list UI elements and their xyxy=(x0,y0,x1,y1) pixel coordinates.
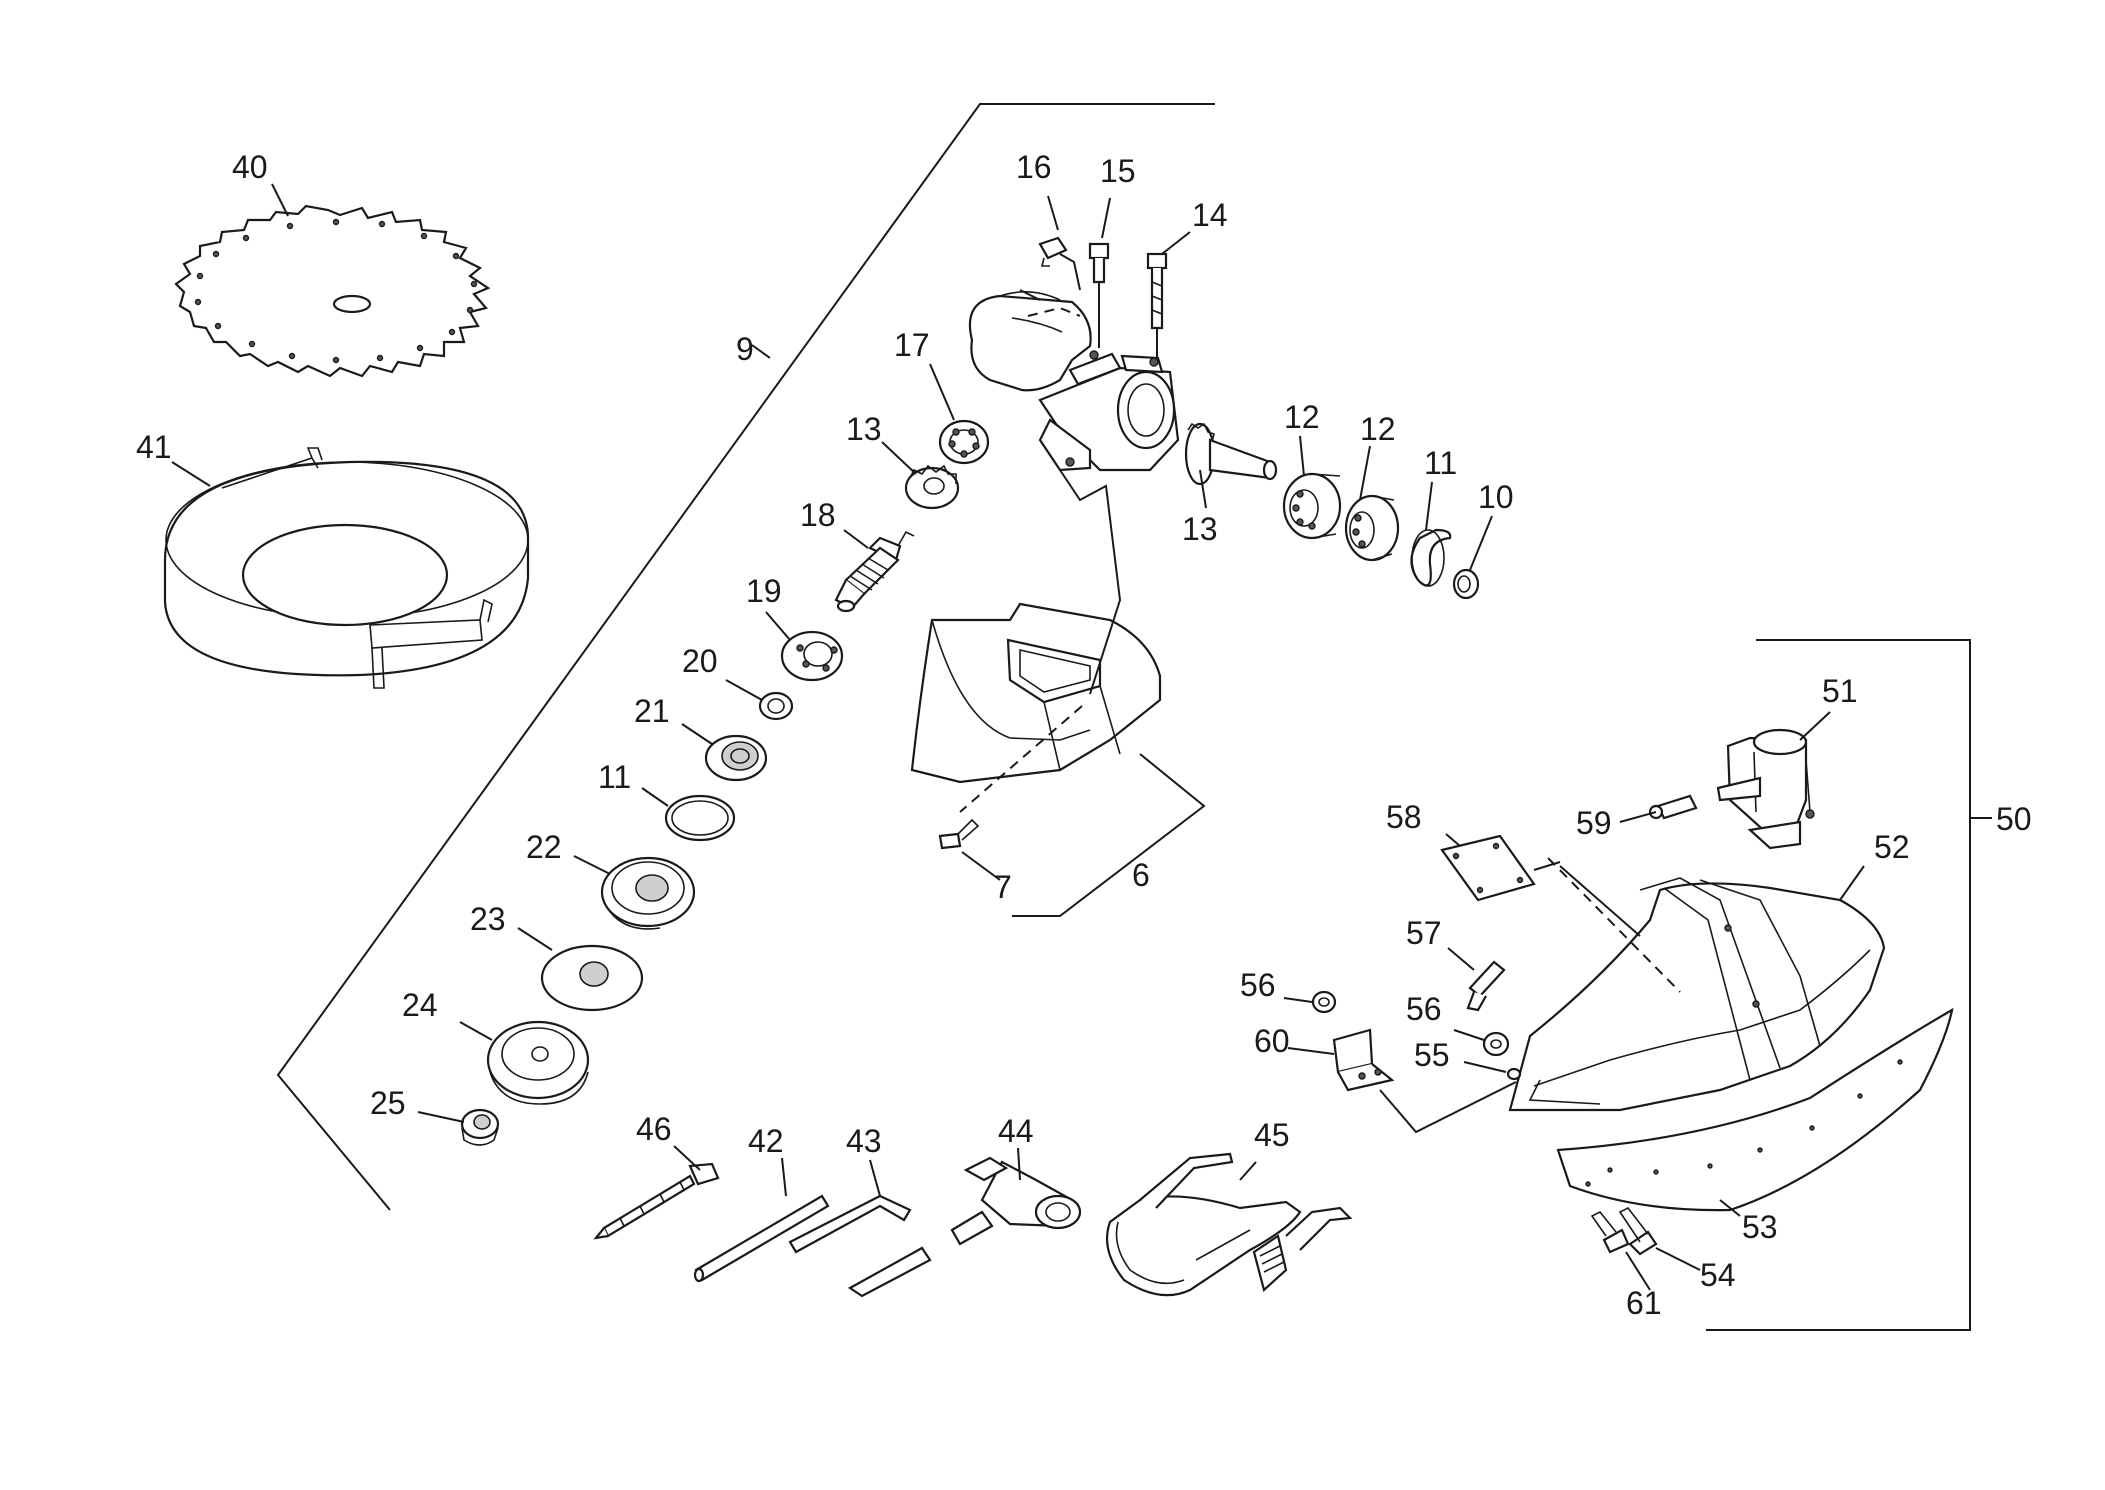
cable-tie-46-part xyxy=(593,1162,720,1240)
nut-56b-part xyxy=(1482,1031,1510,1057)
label-23: 23 xyxy=(470,901,506,937)
plate-58-part xyxy=(1440,834,1561,902)
label-6: 6 xyxy=(1132,857,1150,893)
holder-24-part xyxy=(486,1020,590,1105)
guard-52-part xyxy=(1508,857,1886,1112)
label-52: 52 xyxy=(1874,829,1910,865)
bolt-14-part xyxy=(1146,252,1168,360)
assembly-bracket-9 xyxy=(276,103,1215,1211)
label-24: 24 xyxy=(402,987,438,1023)
bolt-59-part xyxy=(1648,794,1698,820)
bracket-6-7 xyxy=(961,753,1206,917)
label-18: 18 xyxy=(800,497,836,533)
screw-54-part xyxy=(1618,1206,1658,1256)
label-51: 51 xyxy=(1822,673,1858,709)
label-11b: 11 xyxy=(598,759,631,795)
label-11a: 11 xyxy=(1424,445,1457,481)
label-43: 43 xyxy=(846,1123,882,1159)
circlip-11a-part xyxy=(1410,528,1452,587)
assembly-bracket-50 xyxy=(1706,639,1992,1331)
saw-blade-part xyxy=(174,204,491,378)
label-13a: 13 xyxy=(846,411,882,447)
label-55: 55 xyxy=(1414,1037,1450,1073)
label-40: 40 xyxy=(232,149,268,185)
label-50: 50 xyxy=(1996,801,2032,837)
label-44: 44 xyxy=(998,1113,1034,1149)
nut-10-part xyxy=(1452,568,1480,600)
label-10: 10 xyxy=(1478,479,1514,515)
collar-20-part xyxy=(758,691,794,721)
goggles-45-part xyxy=(1106,1152,1353,1297)
bearing-12a-part xyxy=(1282,472,1342,540)
label-7: 7 xyxy=(994,869,1012,905)
callout-labels: 40 41 9 16 15 14 17 13 13 12 12 11 10 18… xyxy=(136,149,2032,1321)
label-19: 19 xyxy=(746,573,782,609)
label-56a: 56 xyxy=(1240,967,1276,1003)
guard-extension-53-part xyxy=(1556,1007,1954,1212)
label-56b: 56 xyxy=(1406,991,1442,1027)
label-41: 41 xyxy=(136,429,172,465)
holder-51-part xyxy=(1716,728,1815,850)
bearing-19-part xyxy=(780,630,844,682)
bevel-gear-shaft-13-part xyxy=(1184,422,1278,486)
bracket-60-part xyxy=(1332,1028,1517,1134)
label-20: 20 xyxy=(682,643,718,679)
label-15: 15 xyxy=(1100,153,1136,189)
rod-42-part xyxy=(693,1194,830,1283)
bevel-gear-13-part xyxy=(904,464,960,510)
receiver-plate-22-part xyxy=(600,856,696,930)
shaft-18-part xyxy=(834,530,915,613)
label-14: 14 xyxy=(1192,197,1228,233)
guard-6-part xyxy=(910,469,1162,813)
leader-lines xyxy=(171,183,1865,1291)
label-17: 17 xyxy=(894,327,930,363)
oil-seal-21-part xyxy=(704,734,768,782)
bearing-12b-part xyxy=(1344,494,1400,562)
circlip-11b-part xyxy=(664,794,736,842)
gear-case-part xyxy=(968,289,1180,472)
nut-25-part xyxy=(460,1108,500,1146)
label-57: 57 xyxy=(1406,915,1442,951)
label-13b: 13 xyxy=(1182,511,1218,547)
label-9: 9 xyxy=(736,331,754,367)
label-58: 58 xyxy=(1386,799,1422,835)
label-22: 22 xyxy=(526,829,562,865)
label-21: 21 xyxy=(634,693,670,729)
label-54: 54 xyxy=(1700,1257,1736,1293)
screw-61-part xyxy=(1590,1210,1630,1254)
label-16: 16 xyxy=(1016,149,1052,185)
label-61: 61 xyxy=(1626,1285,1662,1321)
label-59: 59 xyxy=(1576,805,1612,841)
label-12b: 12 xyxy=(1360,411,1396,447)
label-42: 42 xyxy=(748,1123,784,1159)
label-60: 60 xyxy=(1254,1023,1290,1059)
bolt-57-part xyxy=(1466,960,1506,1012)
bolt-16-part xyxy=(1038,236,1081,291)
box-wrench-44-part xyxy=(847,1156,1082,1298)
label-45: 45 xyxy=(1254,1117,1290,1153)
label-25: 25 xyxy=(370,1085,406,1121)
washer-55-part xyxy=(1506,1067,1522,1081)
blade-cover-part xyxy=(163,447,530,689)
bolt-15-part xyxy=(1088,242,1110,348)
label-12a: 12 xyxy=(1284,399,1320,435)
bearing-17-part xyxy=(938,419,990,465)
label-53: 53 xyxy=(1742,1209,1778,1245)
label-46: 46 xyxy=(636,1111,672,1147)
nut-56a-part xyxy=(1311,990,1337,1014)
washer-23-part xyxy=(540,944,644,1012)
bolt-7-part xyxy=(938,818,980,850)
